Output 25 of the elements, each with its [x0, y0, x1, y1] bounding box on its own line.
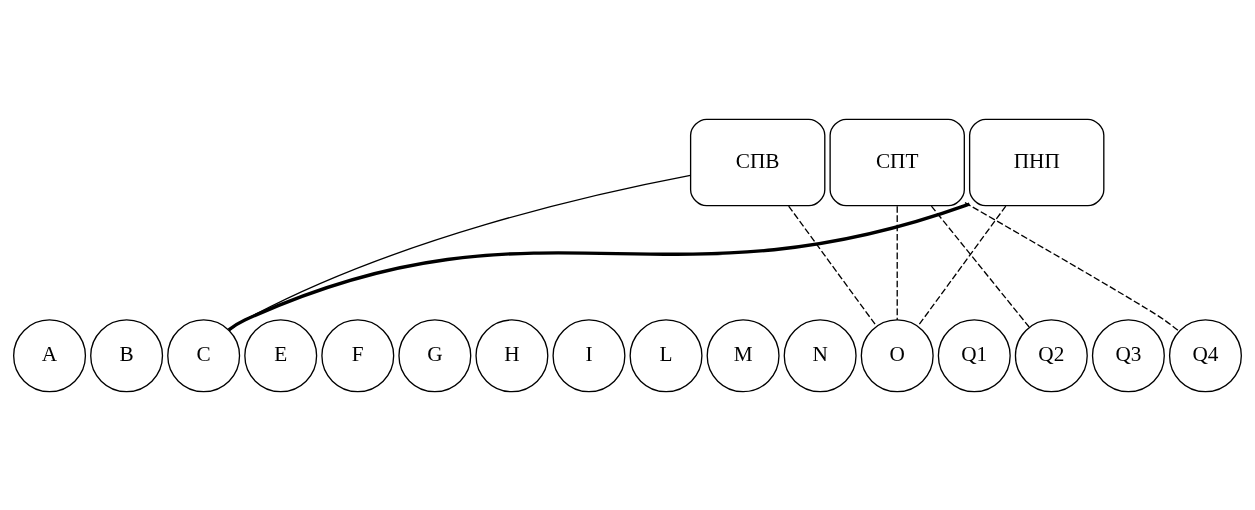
- node-circle: Q3: [1091, 318, 1165, 392]
- node-circle: E: [244, 318, 318, 392]
- connector: [964, 201, 1180, 332]
- node-box: ПНП: [968, 118, 1105, 206]
- node-circle: Q4: [1168, 318, 1242, 392]
- connector: [896, 204, 898, 321]
- node-box: СПТ: [829, 118, 965, 206]
- connector: [227, 201, 970, 331]
- connector: [917, 204, 1007, 327]
- node-circle: G: [398, 318, 472, 392]
- node-circle: N: [783, 318, 857, 392]
- node-circle: B: [90, 318, 164, 392]
- node-circle: I: [552, 318, 626, 392]
- connector: [788, 204, 877, 327]
- node-circle: Q1: [937, 318, 1011, 392]
- node-circle: Q2: [1014, 318, 1088, 392]
- node-circle: O: [860, 318, 934, 392]
- connector: [930, 204, 1030, 328]
- node-box: СПВ: [689, 118, 826, 206]
- node-circle: A: [13, 318, 87, 392]
- node-circle: C: [167, 318, 241, 392]
- node-circle: F: [321, 318, 395, 392]
- node-circle: H: [475, 318, 549, 392]
- node-circle: L: [629, 318, 703, 392]
- node-circle: M: [706, 318, 780, 392]
